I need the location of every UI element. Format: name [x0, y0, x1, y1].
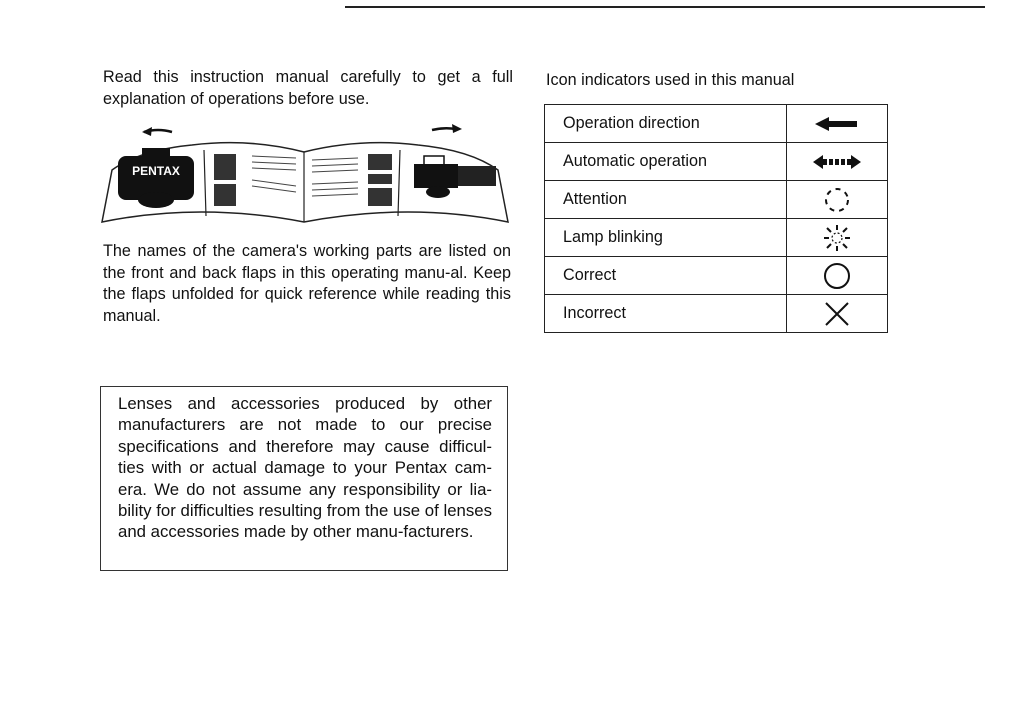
table-row: Operation direction: [544, 104, 888, 143]
dashed-circle-icon: [825, 187, 849, 212]
arrow-left-icon: [815, 116, 857, 131]
brand-label: PENTAX: [132, 164, 180, 178]
parts-paragraph: The names of the camera's working parts …: [103, 242, 511, 325]
row-label: Automatic operation: [544, 142, 787, 181]
table-row: Automatic operation: [544, 142, 888, 181]
table-row: Correct: [544, 256, 888, 295]
double-arrow-icon: [813, 154, 861, 169]
icon-section-heading: Icon indicators used in this manual: [546, 71, 795, 89]
camera-front-icon: PENTAX: [118, 148, 194, 208]
cross-icon: [825, 301, 849, 326]
notice-box: Lenses and accessories produced by other…: [100, 386, 508, 571]
row-label: Incorrect: [544, 294, 787, 333]
table-row: Lamp blinking: [544, 218, 888, 257]
top-rule: [345, 6, 985, 8]
row-label: Correct: [544, 256, 787, 295]
manual-illustration: PENTAX: [101, 124, 509, 223]
icon-table: Operation direction Automatic operation …: [544, 104, 888, 333]
table-row: Incorrect: [544, 294, 888, 333]
right-arrow-icon: [431, 124, 462, 133]
table-row: Attention: [544, 180, 888, 219]
intro-paragraph: Read this instruction manual carefully t…: [103, 68, 513, 108]
left-arrow-icon: [142, 127, 173, 136]
camera-back-icon: [414, 155, 496, 198]
row-label: Attention: [544, 180, 787, 219]
row-label: Lamp blinking: [544, 218, 787, 257]
circle-icon: [824, 262, 850, 289]
blinking-lamp-icon: [824, 224, 850, 251]
row-label: Operation direction: [544, 104, 787, 143]
notice-text: Lenses and accessories produced by other…: [118, 394, 492, 542]
